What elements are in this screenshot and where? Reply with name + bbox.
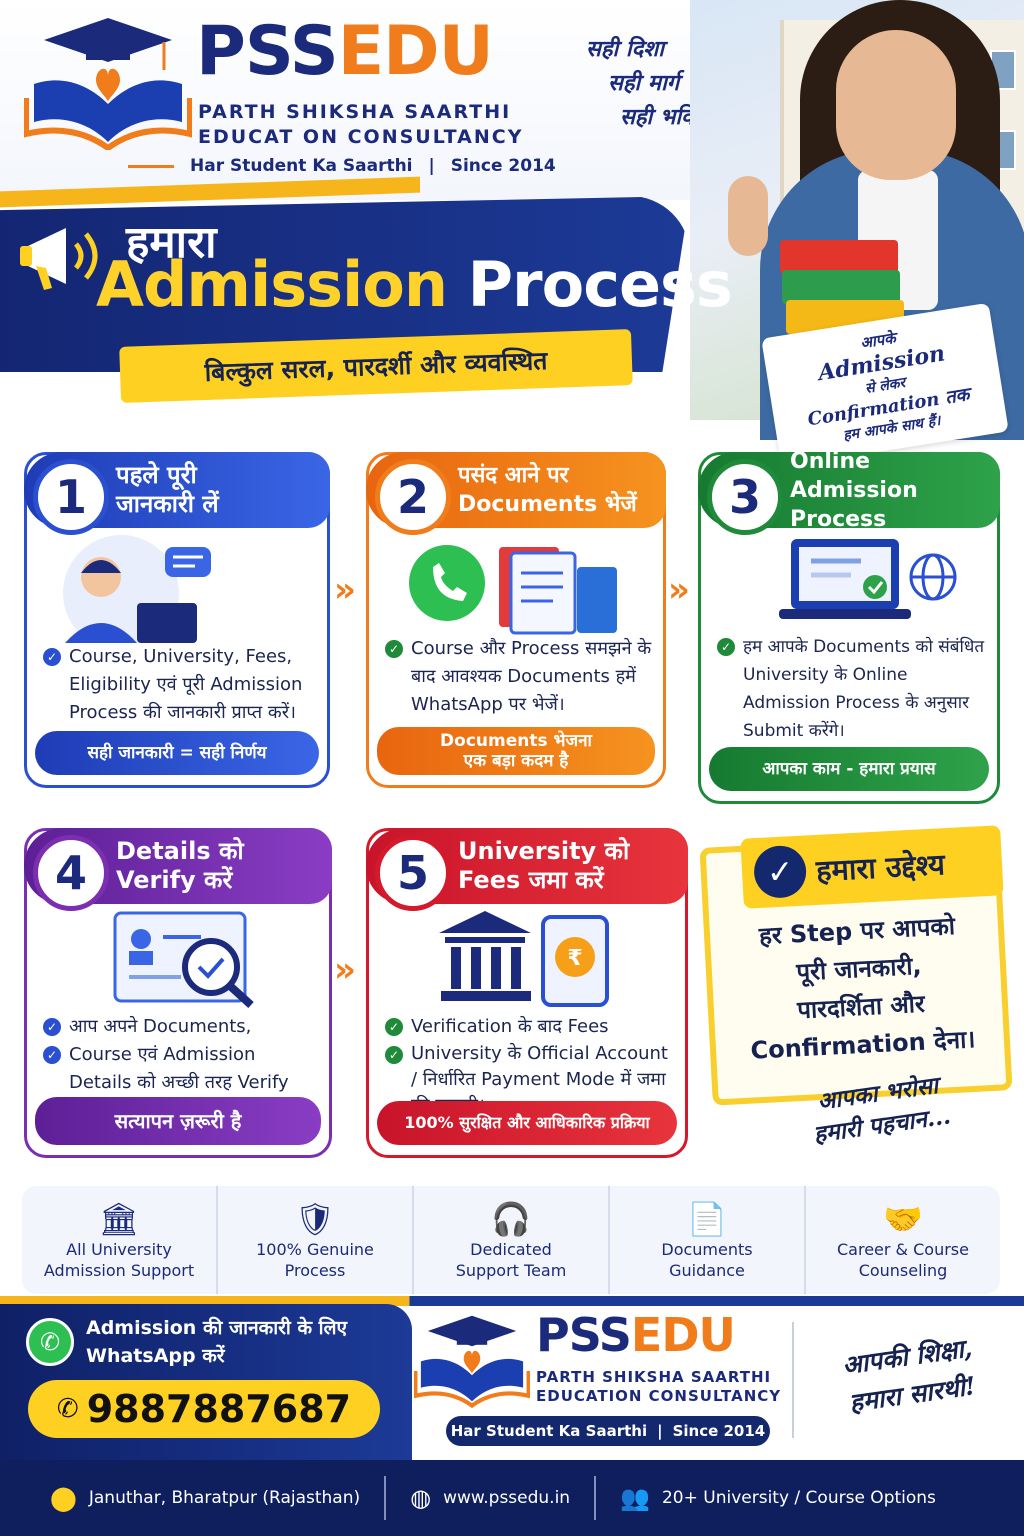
check-circle-icon: ✓: [752, 844, 808, 900]
step-card-5: University कोFees जमा करें 5 ₹ ✓Verifica…: [366, 828, 688, 1158]
step-card-4: Details कोVerify करें 4 ✓आप अपने Documen…: [24, 828, 332, 1158]
whatsapp-icon: [409, 545, 617, 635]
step-4-footer: सत्यापन ज़रूरी है: [35, 1097, 321, 1145]
logo-book-icon: [24, 18, 192, 150]
check-icon: ✓: [385, 640, 403, 658]
check-icon: ✓: [717, 638, 735, 656]
bottom-brand-tagline: Har Student Ka Saarthi|Since 2014: [446, 1416, 770, 1446]
check-icon: ✓: [385, 1046, 403, 1064]
verify-document-icon: [113, 911, 254, 1008]
support-agent-icon: [63, 535, 211, 643]
chevron-right-icon: »: [668, 570, 690, 610]
handshake-icon: 🤝: [883, 1200, 923, 1238]
chevron-right-icon: »: [334, 570, 356, 610]
phone-number-button[interactable]: ✆ 9887887687: [28, 1380, 380, 1438]
step-card-1: पहले पूरीजानकारी लें 1 ✓Course, Universi…: [24, 452, 330, 788]
banner-hindi-word: हमारा: [126, 217, 217, 268]
footer-options: 👥 20+ University / Course Options: [594, 1476, 960, 1520]
phone-icon: ✆: [56, 1394, 79, 1424]
whatsapp-text: Admission की जानकारी के लिए WhatsApp करे…: [86, 1317, 347, 1367]
location-pin-icon: ⬤: [50, 1484, 77, 1512]
step-4-number: 4: [33, 835, 109, 911]
laptop-globe-icon: [779, 539, 957, 619]
step-2-number: 2: [375, 459, 451, 535]
step-5-number: 5: [375, 835, 451, 911]
step-3-footer: आपका काम - हमारा प्रयास: [709, 747, 989, 791]
step-3-points: ✓हम आपके Documents को संबंधित University…: [717, 633, 987, 745]
megaphone-icon: [20, 228, 98, 290]
step-1-points: ✓Course, University, Fees, Eligibility ए…: [43, 643, 317, 727]
bottom-brand-subtitle: PARTH SHIKSHA SAARTHI EDUCATION CONSULTA…: [536, 1368, 782, 1405]
aim-title: ✓ हमारा उद्देश्य: [740, 825, 1004, 909]
step-2-footer: Documents भेजना एक बड़ा कदम है: [377, 727, 655, 775]
check-icon: ✓: [43, 1018, 61, 1036]
step-3-number: 3: [707, 459, 783, 535]
globe-icon: ◍: [410, 1484, 432, 1512]
check-icon: ✓: [43, 648, 61, 666]
brand-tagline: Har Student Ka Saarthi | Since 2014: [128, 156, 556, 176]
bottom-brand-name: PSSEDU: [536, 1308, 736, 1362]
thumbs-up-icon: [728, 176, 768, 256]
check-icon: ✓: [43, 1046, 61, 1064]
brand-subtitle: PARTH SHIKSHA SAARTHI EDUCAT ON CONSULTA…: [198, 101, 524, 148]
bottom-accent: [0, 1296, 1024, 1306]
step-4-points: ✓आप अपने Documents, ✓Course एवं Admissio…: [43, 1013, 319, 1125]
svg-text:₹: ₹: [567, 946, 582, 971]
step-1-number: 1: [33, 459, 109, 535]
step-1-footer: सही जानकारी = सही निर्णय: [35, 731, 319, 775]
bank-payment-icon: ₹: [439, 911, 609, 1007]
chevron-right-icon: »: [334, 950, 356, 990]
aim-text: हर Step पर आपको पूरी जानकारी, पारदर्शिता…: [749, 911, 977, 1065]
brand-name: PSSEDU: [196, 12, 494, 91]
step-2-points: ✓Course और Process समझने के बाद आवश्यक D…: [385, 635, 653, 719]
footer-website[interactable]: ◍ www.pssedu.in: [384, 1476, 594, 1520]
student-face: [836, 30, 956, 180]
users-icon: 👥: [620, 1484, 650, 1512]
step-5-footer: 100% सुरक्षित और आधिकारिक प्रक्रिया: [377, 1101, 677, 1145]
bank-icon: 🏛: [98, 1200, 140, 1238]
whatsapp-icon[interactable]: ✆: [26, 1318, 74, 1366]
banner-title: Admission Process: [96, 248, 733, 321]
footer-bar: ⬤ Januthar, Bharatpur (Rajasthan) ◍ www.…: [0, 1460, 1024, 1536]
logo-book-icon: [414, 1315, 530, 1408]
divider: [792, 1322, 794, 1438]
footer-location: ⬤ Januthar, Bharatpur (Rajasthan): [50, 1484, 361, 1512]
headset-icon: 🎧: [491, 1200, 531, 1238]
shield-check-icon: 🛡: [294, 1200, 336, 1238]
check-icon: ✓: [385, 1018, 403, 1036]
document-icon: 📄: [687, 1200, 727, 1238]
